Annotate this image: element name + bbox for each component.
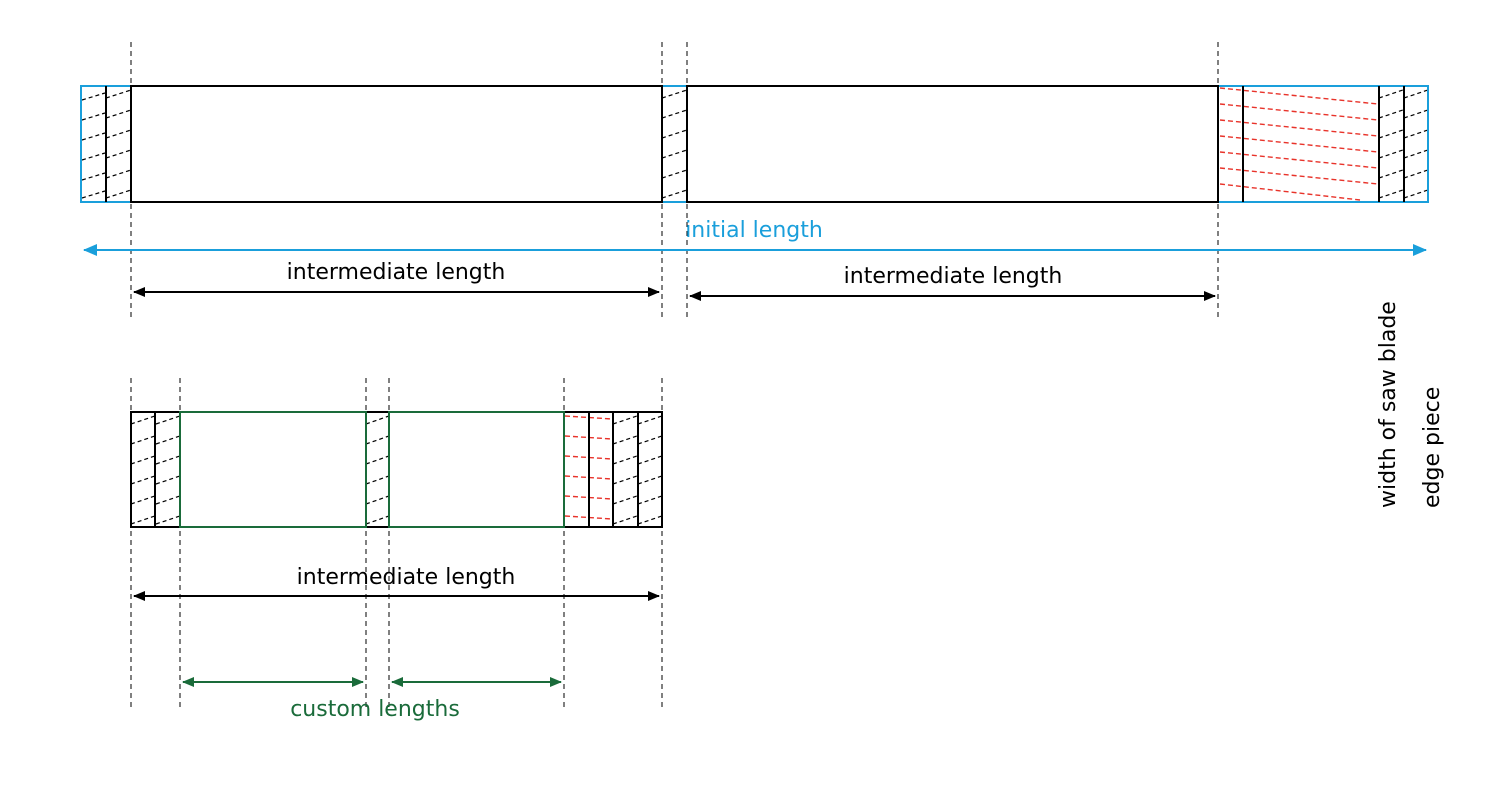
bottom-cut-lines bbox=[154, 412, 639, 527]
intermediate-length-label-1: intermediate length bbox=[287, 260, 506, 285]
intermediate-length-dimension-3: intermediate length bbox=[133, 565, 660, 601]
custom-lengths-dimension: custom lengths bbox=[182, 677, 562, 722]
middle-kerf-hatching bbox=[661, 89, 688, 199]
bottom-right-hatching bbox=[612, 415, 663, 525]
left-edge-hatching bbox=[81, 89, 132, 199]
initial-stock-outline bbox=[80, 85, 1429, 203]
bottom-bar bbox=[130, 378, 663, 710]
intermediate-length-label-2: intermediate length bbox=[844, 264, 1063, 289]
bottom-left-hatching bbox=[130, 415, 181, 525]
waste-hatching bbox=[1219, 87, 1379, 201]
edge-piece-label: edge piece bbox=[1420, 387, 1445, 508]
custom-lengths-label: custom lengths bbox=[290, 697, 460, 722]
intermediate-length-dimension-1: intermediate length bbox=[133, 260, 660, 297]
top-cut-lines bbox=[105, 86, 1405, 202]
top-bar bbox=[80, 42, 1429, 320]
bottom-guide-lines bbox=[130, 378, 663, 710]
saw-blade-width-label: width of saw blade bbox=[1376, 301, 1401, 508]
intermediate-piece-1 bbox=[130, 85, 663, 203]
bottom-kerf-hatching bbox=[365, 415, 390, 525]
initial-length-label: initial length bbox=[685, 218, 823, 243]
custom-piece-1 bbox=[179, 411, 367, 528]
intermediate-length-dimension-2: intermediate length bbox=[689, 264, 1216, 301]
right-edge-hatching bbox=[1378, 89, 1429, 199]
intermediate-piece-2 bbox=[686, 85, 1219, 203]
custom-piece-2 bbox=[388, 411, 565, 528]
saw-blade-label-group: width of saw blade edge piece bbox=[1376, 301, 1445, 508]
initial-length-dimension: initial length bbox=[83, 218, 1427, 256]
intermediate-length-label-3: intermediate length bbox=[297, 565, 516, 590]
bottom-intermediate-outline bbox=[130, 411, 663, 528]
